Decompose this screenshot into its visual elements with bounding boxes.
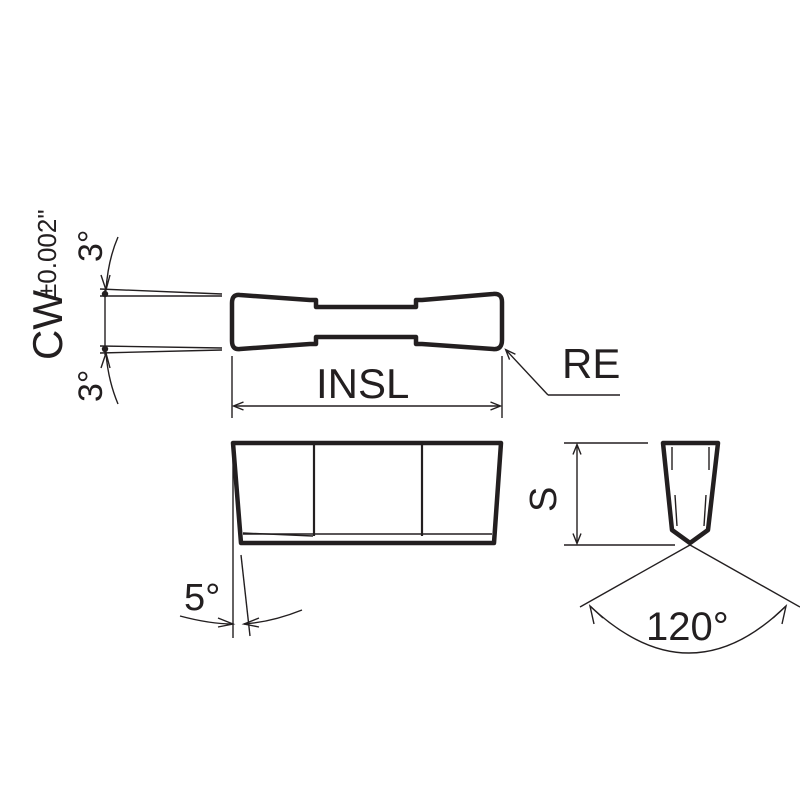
side-view: S 120° <box>523 440 800 654</box>
top-view: CW ±0.002" 3° 3° INSL RE <box>24 209 620 418</box>
cw-label: CW <box>24 290 71 360</box>
re-leader <box>504 348 620 396</box>
insl-dimension <box>231 356 503 418</box>
insert-top-outline <box>229 291 505 352</box>
insl-label: INSL <box>316 360 409 407</box>
front-view: 5° <box>179 440 504 638</box>
lower-angle-label: 3° <box>72 369 110 402</box>
thickness-dimension <box>564 442 675 546</box>
included-angle-dimension <box>579 544 800 654</box>
thickness-label: S <box>523 487 565 512</box>
insert-side-outline <box>660 440 721 546</box>
included-angle-label: 120° <box>646 605 729 649</box>
cw-tolerance-label: ±0.002" <box>32 209 62 298</box>
clearance-angle-label: 5° <box>184 577 220 619</box>
upper-angle-label: 3° <box>72 229 110 262</box>
re-label: RE <box>562 340 620 387</box>
cw-dimension <box>99 236 223 405</box>
insert-front-outline <box>230 440 504 546</box>
clearance-angle-dimension <box>179 446 303 638</box>
